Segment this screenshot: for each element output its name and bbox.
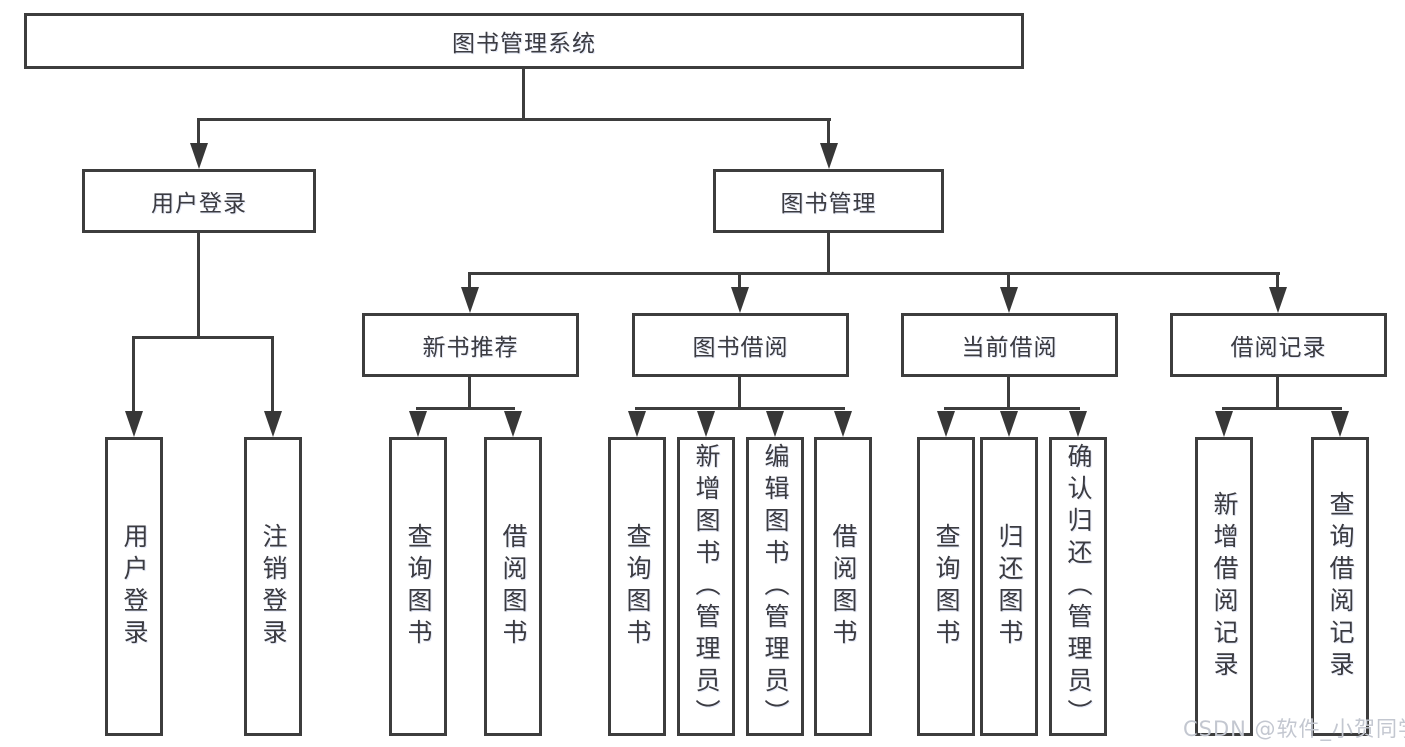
arrow-down-icon xyxy=(820,143,838,169)
connector xyxy=(197,118,831,121)
connector xyxy=(635,407,845,410)
arrow-down-icon xyxy=(834,411,852,437)
arrow-down-icon xyxy=(504,411,522,437)
connector xyxy=(1007,377,1010,409)
arrow-down-icon xyxy=(937,411,955,437)
arrow-down-icon xyxy=(190,143,208,169)
arrow-down-icon xyxy=(766,411,784,437)
connector xyxy=(1222,407,1342,410)
node-new-book-recommend: 新书推荐 xyxy=(362,313,579,377)
connector xyxy=(738,272,741,289)
arrow-down-icon xyxy=(1215,411,1233,437)
connector xyxy=(197,233,200,336)
arrow-down-icon xyxy=(1331,411,1349,437)
connector xyxy=(827,233,830,274)
arrow-down-icon xyxy=(1000,411,1018,437)
connector xyxy=(522,69,525,118)
node-book-management: 图书管理 xyxy=(713,169,944,233)
node-book-management-system: 图书管理系统 xyxy=(24,13,1024,69)
connector xyxy=(197,118,200,147)
connector xyxy=(1007,272,1010,289)
node-current-borrow: 当前借阅 xyxy=(901,313,1118,377)
arrow-down-icon xyxy=(1000,287,1018,313)
leaf-current-return-books: 归还图书 xyxy=(980,437,1038,736)
leaf-borrow-borrow-books: 借阅图书 xyxy=(814,437,872,736)
leaf-user-login: 用户登录 xyxy=(105,437,163,736)
arrow-down-icon xyxy=(264,411,282,437)
connector xyxy=(132,336,135,413)
node-user-login: 用户登录 xyxy=(82,169,316,233)
arrow-down-icon xyxy=(697,411,715,437)
connector xyxy=(944,407,1080,410)
leaf-current-query-books: 查询图书 xyxy=(917,437,975,736)
leaf-borrow-add-books-admin: 新增图书（管理员） xyxy=(677,437,735,736)
arrow-down-icon xyxy=(461,287,479,313)
leaf-borrow-edit-books-admin: 编辑图书（管理员） xyxy=(746,437,804,736)
connector xyxy=(1276,377,1279,409)
arrow-down-icon xyxy=(409,411,427,437)
connector xyxy=(738,377,741,409)
connector xyxy=(827,118,830,147)
leaf-logout: 注销登录 xyxy=(244,437,302,736)
connector xyxy=(271,336,274,413)
node-book-borrow: 图书借阅 xyxy=(632,313,849,377)
watermark: CSDN @软件_小贺同学 xyxy=(1183,717,1405,741)
connector xyxy=(468,377,471,409)
node-borrow-records: 借阅记录 xyxy=(1170,313,1387,377)
arrow-down-icon xyxy=(731,287,749,313)
arrow-down-icon xyxy=(125,411,143,437)
connector xyxy=(416,407,515,410)
leaf-records-add-record: 新增借阅记录 xyxy=(1195,437,1253,736)
arrow-down-icon xyxy=(1269,287,1287,313)
leaf-current-confirm-return-admin: 确认归还（管理员） xyxy=(1049,437,1107,736)
connector xyxy=(468,272,1280,275)
leaf-recommend-query-books: 查询图书 xyxy=(389,437,447,736)
leaf-recommend-borrow-books: 借阅图书 xyxy=(484,437,542,736)
leaf-records-query-record: 查询借阅记录 xyxy=(1311,437,1369,736)
arrow-down-icon xyxy=(1069,411,1087,437)
connector xyxy=(1276,272,1279,289)
arrow-down-icon xyxy=(628,411,646,437)
connector xyxy=(468,272,471,289)
leaf-borrow-query-books: 查询图书 xyxy=(608,437,666,736)
connector xyxy=(132,336,274,339)
